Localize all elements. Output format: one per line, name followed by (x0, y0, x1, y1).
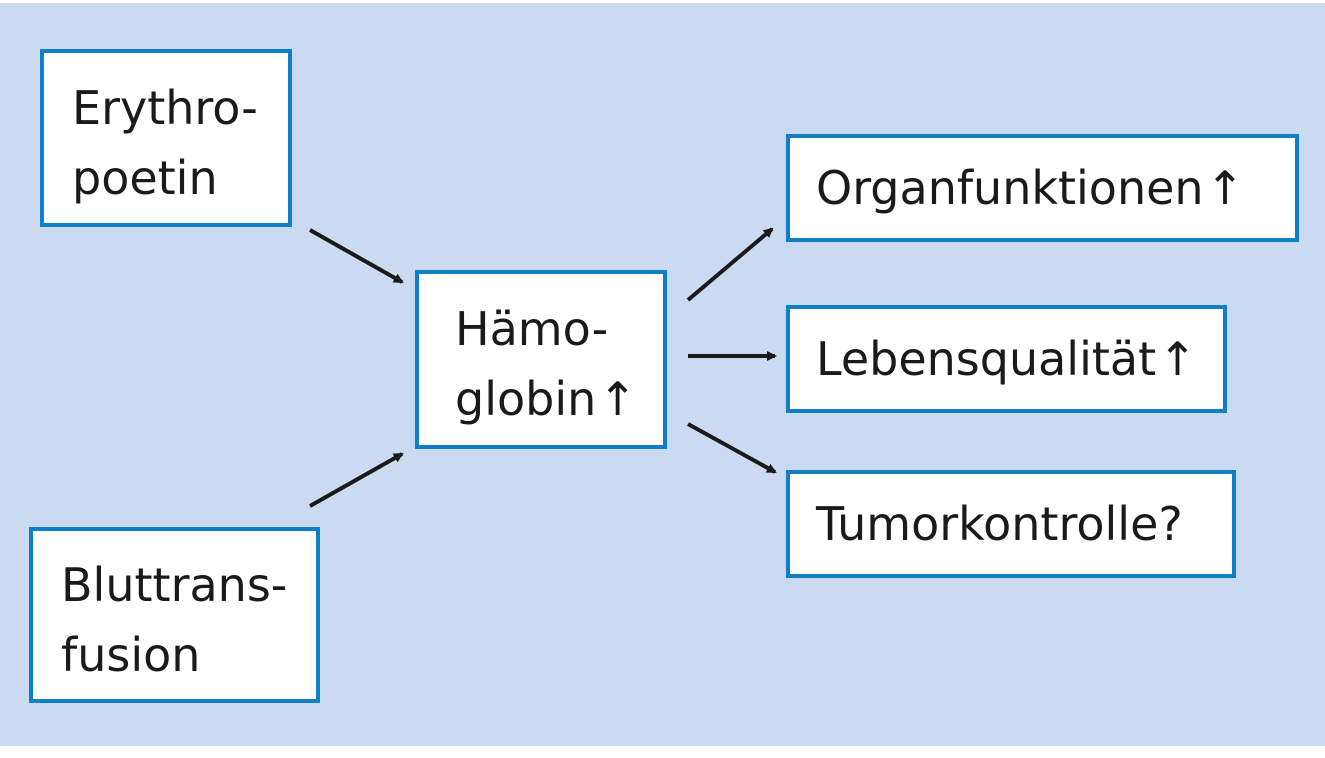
node-erythropoetin-line-2: poetin (72, 151, 218, 205)
node-erythropoetin: Erythro- poetin (40, 49, 292, 227)
increase-arrow-icon: ↑ (1205, 161, 1245, 215)
increase-arrow-icon: ↑ (1158, 332, 1197, 386)
node-erythropoetin-line-1: Erythro- (72, 81, 258, 135)
node-haemoglobin-line-2-wrap: globin↑ (455, 364, 663, 434)
node-haemoglobin-line-2: globin (455, 372, 597, 426)
node-bluttransfusion-line-1: Bluttrans- (61, 558, 288, 612)
node-organfunktionen-label: Organfunktionen (816, 161, 1204, 215)
node-haemoglobin-line-1: Hämo- (455, 302, 609, 356)
node-haemoglobin: Hämo- globin↑ (415, 270, 667, 449)
increase-arrow-icon: ↑ (598, 372, 637, 426)
node-tumorkontrolle: Tumorkontrolle? (786, 470, 1236, 578)
node-organfunktionen: Organfunktionen↑ (786, 134, 1299, 242)
node-lebensqualitaet: Lebensqualität↑ (786, 305, 1227, 413)
node-bluttransfusion-line-2: fusion (61, 628, 201, 682)
node-tumorkontrolle-label: Tumorkontrolle? (816, 497, 1183, 551)
node-lebensqualitaet-label: Lebensqualität (816, 332, 1157, 386)
node-bluttransfusion: Bluttrans- fusion (29, 527, 320, 703)
